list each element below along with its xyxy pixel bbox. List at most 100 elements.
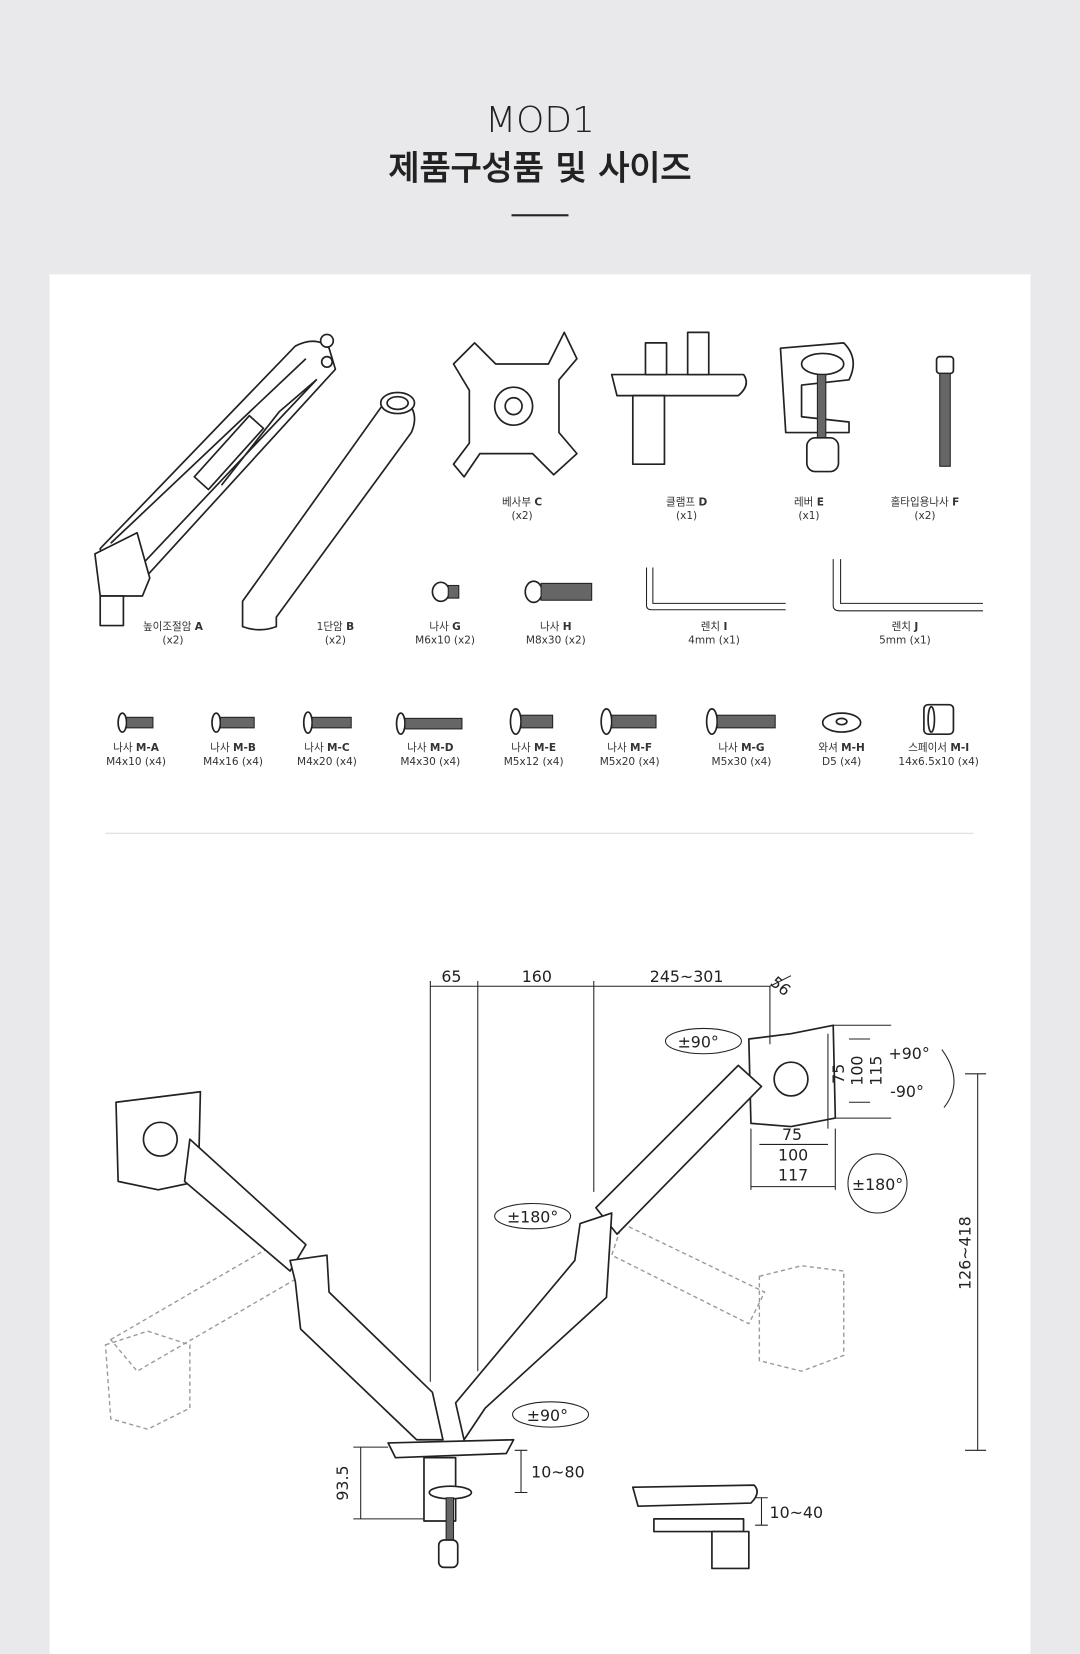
label-text: B (346, 621, 354, 633)
dimension-text: 4mm (x1) (688, 634, 740, 646)
dimension-text: D5 (x4) (822, 756, 861, 768)
label-text: M-E (534, 742, 556, 754)
dimension-text: M4x16 (x4) (203, 756, 263, 768)
svg-text:나사 M-D: 나사 M-D (407, 742, 454, 754)
part-label-a: 높이조절암 A(x2) (143, 620, 204, 647)
part-label-m-e: 나사 M-E M5x12 (x4) (504, 742, 564, 768)
dimension-text: M4x20 (x4) (297, 756, 357, 768)
title-underline (511, 214, 569, 217)
dimension-text: (x2) (914, 510, 935, 522)
dimension-labels: 65 160 245~301 56 ±90° +90° -90° 75 100 … (333, 967, 974, 1522)
label-text: 나사 (113, 742, 133, 754)
dimension-text: M6x10 (x2) (415, 634, 475, 646)
model-name: MOD1 (485, 100, 595, 141)
part-label-m-b: 나사 M-B M4x16 (x4) (203, 742, 263, 768)
label-text: D (698, 496, 707, 508)
svg-text:클램프 D: 클램프 D (666, 496, 707, 508)
vesa-plate-illustration (452, 331, 578, 478)
part-label-m-i: 스페이서 M-I 14x6.5x10 (x4) (898, 742, 979, 768)
dimension-text: 75 (829, 1064, 848, 1084)
dimension-text: M5x12 (x4) (504, 756, 564, 768)
label-text: 스페이서 (908, 742, 947, 754)
dimension-text: 10~80 (531, 1463, 585, 1482)
dimension-diagram (104, 975, 987, 1570)
dimension-text: 126~418 (955, 1216, 974, 1290)
label-text: 홀타입용나사 (891, 495, 949, 508)
dimension-text: 115 (867, 1056, 886, 1086)
svg-text:렌치 J: 렌치 J (892, 621, 919, 633)
svg-text:홀타입용나사 F: 홀타입용나사 F (891, 495, 960, 508)
label-text: 나사 (540, 621, 560, 633)
label-text: G (452, 621, 461, 633)
label-text: 나사 (511, 742, 531, 754)
label-text: A (195, 621, 204, 633)
part-label-c: 베사부 C (x2) (502, 496, 542, 522)
dimension-text: -90° (890, 1082, 924, 1101)
dimension-text: (x1) (676, 510, 697, 522)
label-text: M-H (841, 742, 865, 754)
svg-text:나사 M-C: 나사 M-C (304, 742, 350, 754)
dimension-text: 160 (522, 967, 552, 986)
label-text: M-F (630, 742, 652, 754)
dimension-text: ±180° (507, 1208, 558, 1227)
dimension-text: M5x30 (x4) (711, 756, 771, 768)
label-text: M-G (741, 742, 765, 754)
label-text: 나사 (210, 742, 230, 754)
part-label-m-c: 나사 M-C M4x20 (x4) (297, 742, 357, 768)
wrench-i-illustration (645, 567, 786, 611)
label-text: 나사 (304, 742, 324, 754)
first-arm-illustration (241, 391, 416, 631)
svg-text:높이조절암 A: 높이조절암 A (143, 620, 204, 633)
clamp-illustration (610, 331, 748, 466)
dimension-text: 117 (778, 1165, 808, 1184)
label-text: M-B (233, 742, 256, 754)
dimension-text: 75 (782, 1125, 802, 1144)
dimension-text: (x2) (325, 634, 346, 646)
part-label-b: 1단암 B(x2) (317, 621, 354, 647)
screw-h-illustration (524, 580, 593, 604)
label-text: 클램프 (666, 496, 695, 508)
svg-text:스페이서 M-I: 스페이서 M-I (908, 742, 969, 754)
label-text: 나사 (429, 621, 449, 633)
svg-text:베사부 C: 베사부 C (502, 496, 542, 508)
label-text: 높이조절암 (143, 620, 192, 633)
part-label-f: 홀타입용나사 F (x2) (891, 495, 960, 522)
label-text: E (817, 496, 824, 508)
label-text: 1단암 (317, 621, 343, 633)
part-label-m-d: 나사 M-D M4x30 (x4) (400, 742, 460, 768)
dimension-text: 93.5 (333, 1465, 352, 1500)
dimension-text: 100 (778, 1145, 808, 1164)
dimension-text: ±90° (678, 1032, 719, 1051)
wrench-j-illustration (832, 559, 983, 612)
dimension-text: ±180° (852, 1175, 903, 1194)
svg-text:나사 M-E: 나사 M-E (511, 742, 556, 754)
svg-text:나사 M-F: 나사 M-F (607, 742, 652, 754)
label-text: I (723, 621, 727, 633)
dimension-text: (x2) (511, 510, 532, 522)
label-text: M-I (950, 742, 969, 754)
svg-text:1단암 B: 1단암 B (317, 621, 354, 633)
dimension-text: M5x20 (x4) (600, 756, 660, 768)
label-text: 베사부 (502, 496, 531, 508)
label-text: F (952, 496, 959, 508)
svg-text:와셔 M-H: 와셔 M-H (818, 742, 864, 754)
small-screws-illustrations (117, 703, 955, 736)
label-text: 나사 (718, 742, 738, 754)
svg-text:나사 M-G: 나사 M-G (718, 742, 764, 754)
dimension-text: M4x30 (x4) (400, 756, 460, 768)
label-text: 나사 (607, 742, 627, 754)
label-text: H (563, 621, 572, 633)
dimension-text: 14x6.5x10 (x4) (898, 756, 979, 768)
hole-screw-illustration (935, 355, 955, 467)
svg-text:나사 H: 나사 H (540, 621, 572, 633)
label-text: 렌치 (701, 621, 720, 633)
dimension-text: (x2) (162, 634, 183, 646)
svg-text:나사 M-A: 나사 M-A (113, 742, 160, 754)
svg-text:나사 G: 나사 G (429, 621, 460, 633)
label-text: M-D (430, 742, 454, 754)
